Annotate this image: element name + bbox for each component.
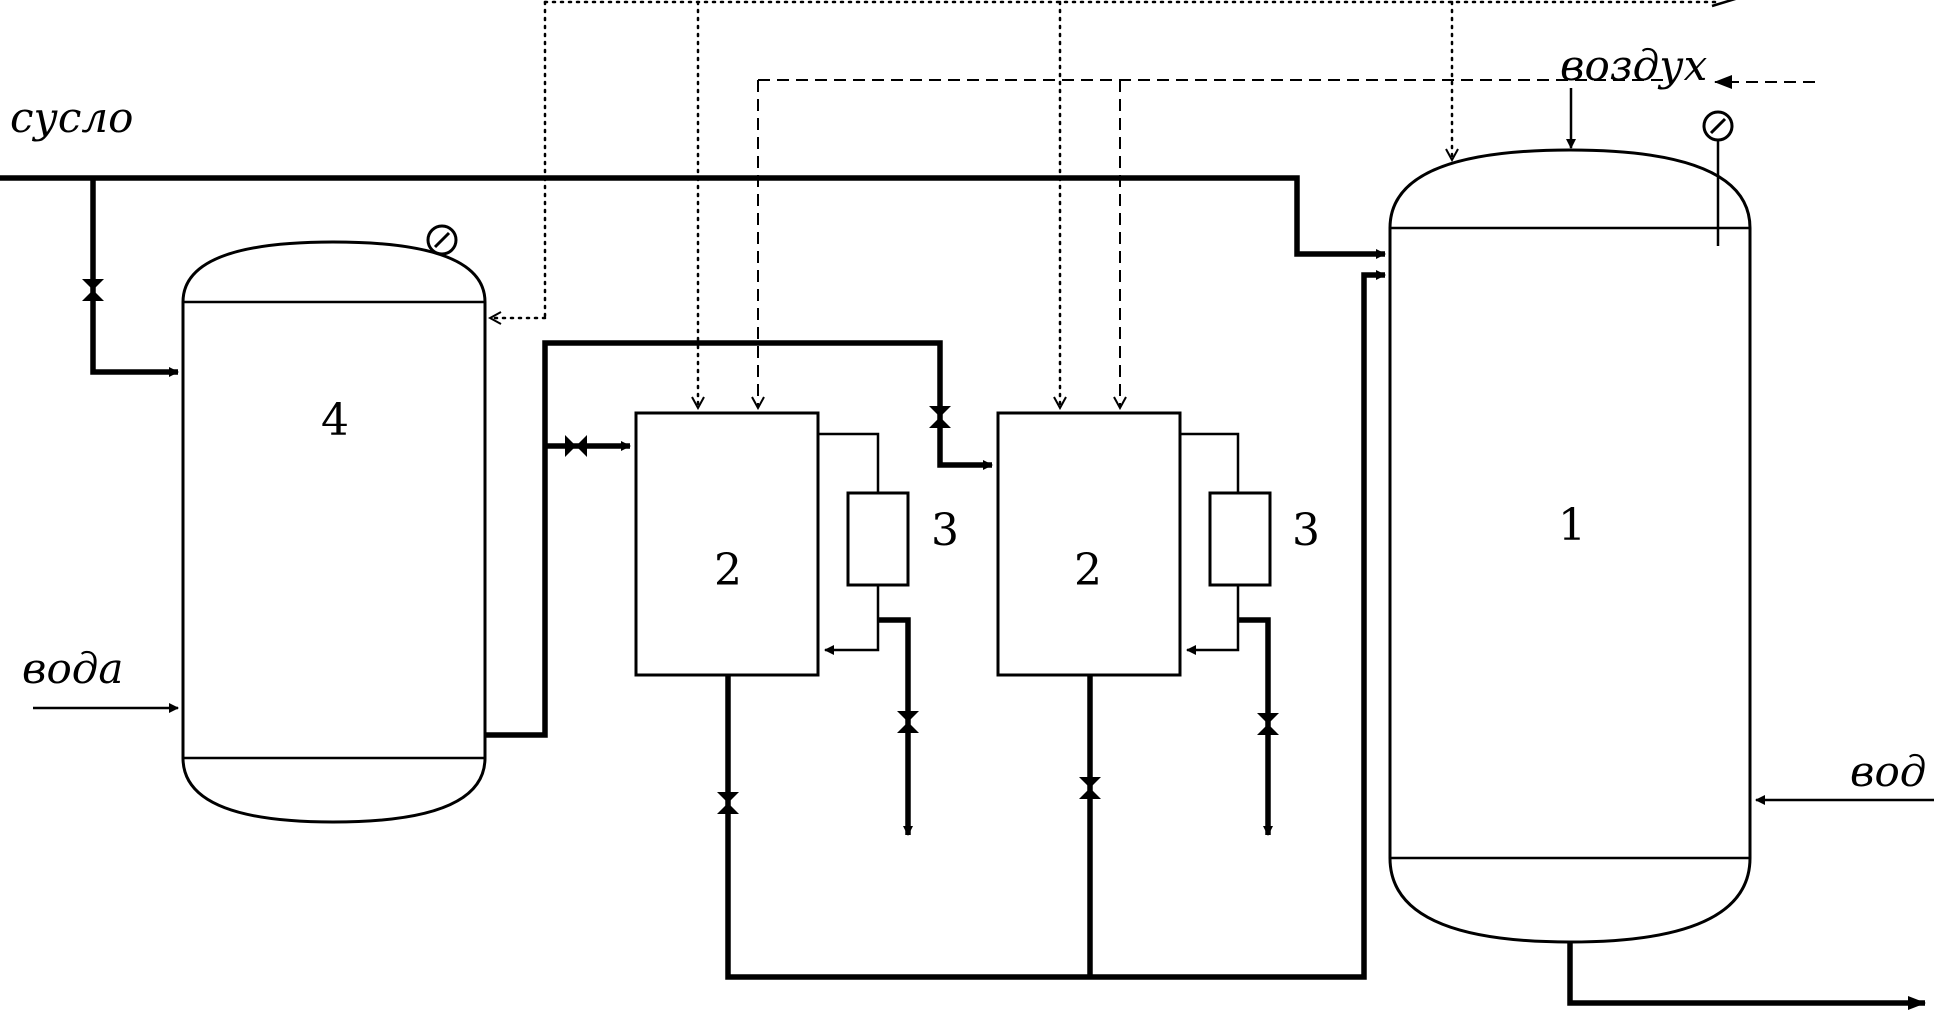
filter-3b-label: 3 — [1292, 505, 1320, 556]
control-line — [490, 0, 1737, 408]
air-label: воздух — [1560, 41, 1708, 90]
fermenter-outlet — [1567, 942, 1926, 1010]
valve-icon[interactable] — [82, 279, 104, 301]
tank-4: 4 — [181, 224, 487, 824]
wort-label: сусло — [10, 93, 133, 142]
tank-to-apparatus-line — [485, 340, 993, 738]
apparatus-2a-label: 2 — [714, 545, 742, 596]
apparatus-2a: 2 — [634, 411, 820, 677]
filter-3a: 3 — [818, 432, 959, 655]
valve-icon[interactable] — [897, 711, 919, 733]
water-inlet-right: вод — [1755, 747, 1934, 805]
valve-icon[interactable] — [1079, 777, 1101, 799]
wort-line: сусло — [0, 93, 1386, 377]
water-label-right: вод — [1850, 747, 1926, 796]
water-label-left: вода — [22, 644, 123, 693]
water-inlet-left: вода — [22, 644, 179, 713]
valve-icon[interactable] — [1257, 713, 1279, 735]
valve-icon[interactable] — [929, 406, 951, 428]
fermenter-1-label: 1 — [1558, 500, 1586, 551]
filter-3a-label: 3 — [931, 505, 959, 556]
valve-icon[interactable] — [565, 435, 587, 457]
apparatus-2b: 2 — [996, 411, 1182, 677]
pressure-gauge-icon — [426, 224, 458, 256]
fermenter-1: 1 — [1388, 110, 1752, 944]
tank-4-label: 4 — [321, 395, 349, 446]
apparatus-2b-label: 2 — [1074, 545, 1102, 596]
valve-icon[interactable] — [717, 792, 739, 814]
collector-line — [725, 270, 1386, 980]
filter-drains — [878, 617, 1273, 836]
pressure-gauge-icon — [1702, 110, 1734, 142]
filter-3b: 3 — [1180, 432, 1320, 655]
air-line: воздух — [758, 41, 1815, 408]
